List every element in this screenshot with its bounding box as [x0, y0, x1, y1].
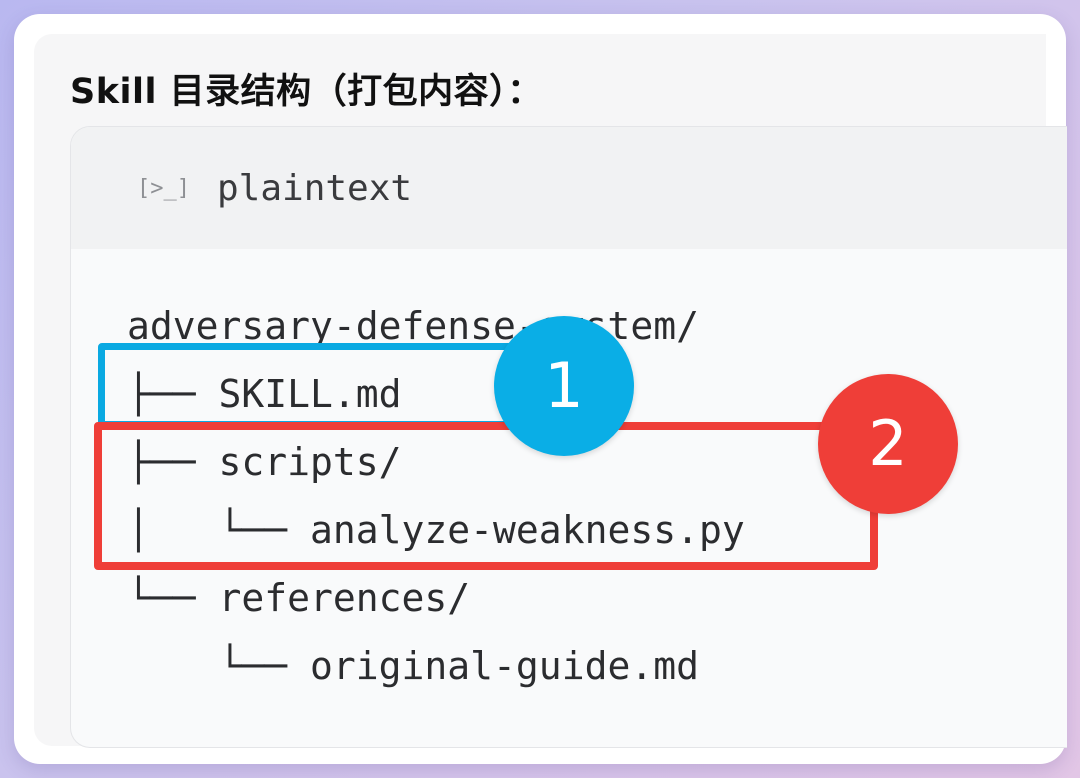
tree-line-analyze-weakness: │ └── analyze-weakness.py — [127, 503, 745, 571]
tree-branch: ├── — [127, 440, 219, 484]
tree-branch: └── — [127, 576, 219, 620]
highlight-box-red — [94, 422, 878, 570]
tree-branch: └── — [127, 644, 311, 688]
tree-line-scripts: ├── scripts/ — [127, 435, 745, 503]
tree-item-name: scripts/ — [218, 440, 402, 484]
tree-line-original-guide: └── original-guide.md — [127, 639, 745, 707]
tree-line-references: └── references/ — [127, 571, 745, 639]
tree-line-skill-md: ├── SKILL.md — [127, 367, 745, 435]
tree-branch: ├── — [127, 372, 219, 416]
badge-number-1: 1 — [494, 316, 634, 456]
tree-branch: │ └── — [127, 508, 311, 552]
code-language-label: plaintext — [217, 168, 413, 209]
terminal-icon: [>_] — [137, 176, 190, 201]
tree-item-name: analyze-weakness.py — [310, 508, 745, 552]
code-block-header: [>_] plaintext — [71, 127, 1067, 249]
tree-item-name: SKILL.md — [218, 372, 402, 416]
section-title: Skill 目录结构（打包内容）： — [70, 72, 543, 112]
highlight-box-blue — [98, 343, 518, 428]
badge-number-2: 2 — [818, 374, 958, 514]
tree-item-name: original-guide.md — [310, 644, 699, 688]
tree-item-name: references/ — [218, 576, 471, 620]
